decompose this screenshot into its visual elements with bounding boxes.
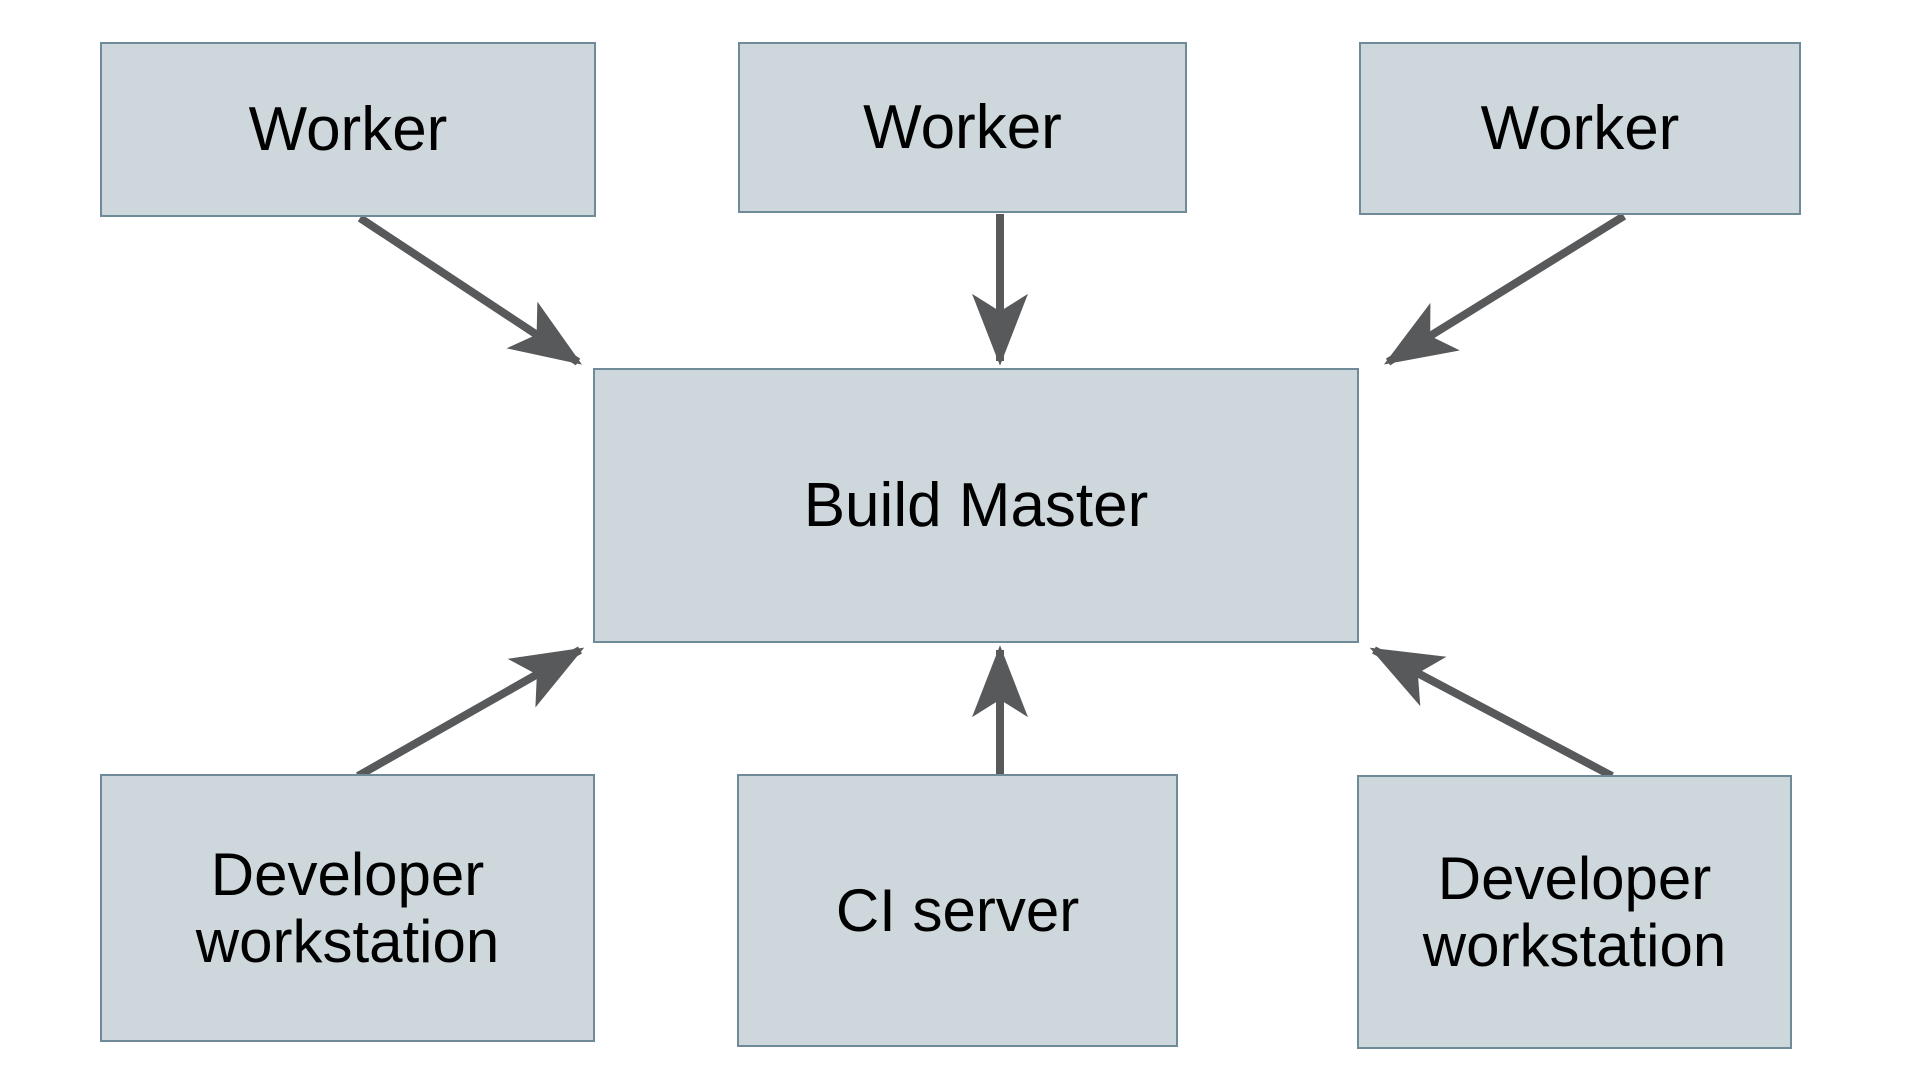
edge-dev-left-to-build-master (356, 646, 585, 780)
node-label: Developer workstation (195, 840, 500, 975)
node-developer-workstation-right[interactable]: Developer workstation (1357, 775, 1792, 1049)
node-label: Worker (248, 94, 448, 164)
node-worker-left[interactable]: Worker (100, 42, 596, 217)
node-build-master[interactable]: Build Master (593, 368, 1359, 643)
node-label: Worker (1480, 93, 1680, 163)
node-label: Developer workstation (1422, 844, 1727, 979)
node-label: CI server (835, 876, 1080, 944)
edge-worker-left-to-build-master (357, 214, 583, 366)
node-ci-server[interactable]: CI server (737, 774, 1178, 1047)
edge-dev-right-to-build-master (1369, 646, 1614, 780)
node-developer-workstation-left[interactable]: Developer workstation (100, 774, 595, 1042)
node-worker-right[interactable]: Worker (1359, 42, 1801, 215)
node-label: Worker (863, 92, 1062, 162)
node-label: Build Master (803, 470, 1149, 540)
node-worker-mid[interactable]: Worker (738, 42, 1187, 213)
edge-worker-right-to-build-master (1383, 212, 1627, 366)
